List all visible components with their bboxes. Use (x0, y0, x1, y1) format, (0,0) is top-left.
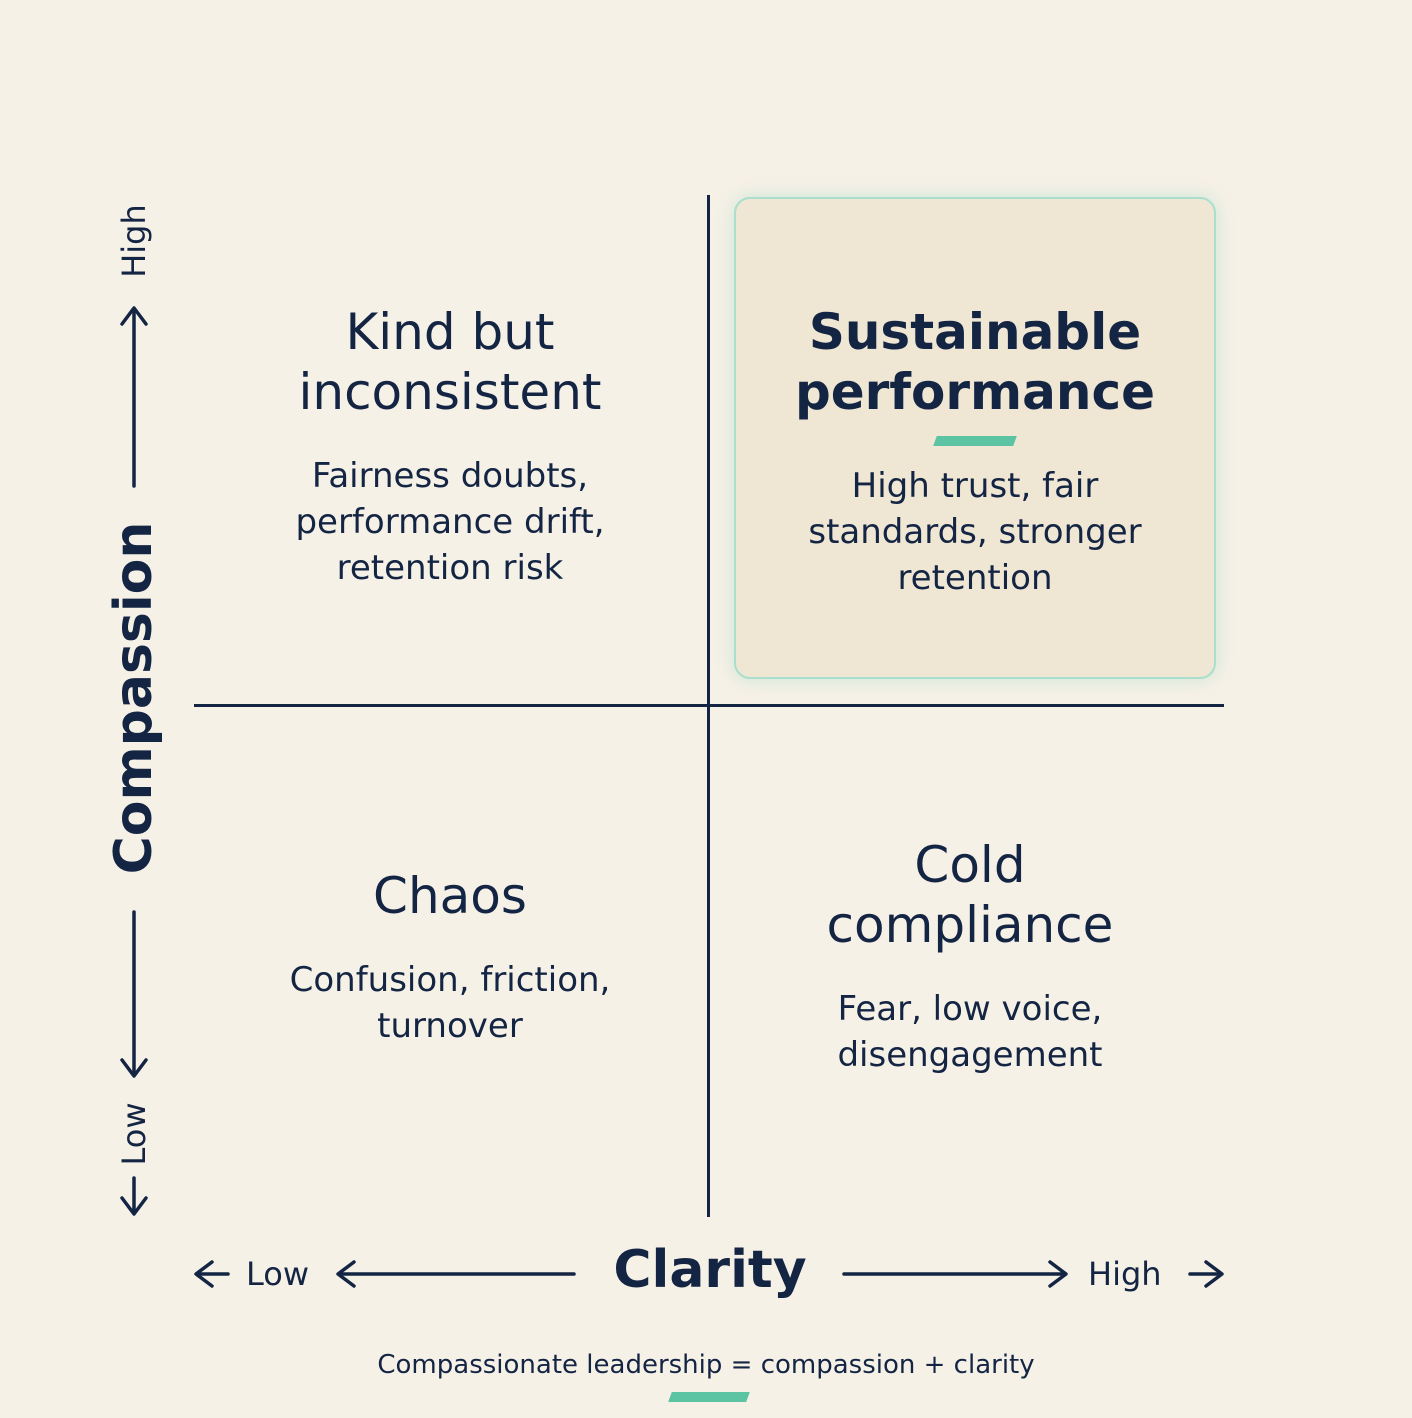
quadrant-accent-bar (933, 436, 1017, 446)
arrow-right-icon (1048, 1260, 1068, 1288)
arrow-left-small-icon (194, 1260, 214, 1288)
y-axis-high-label: High (115, 204, 153, 278)
footer-accent-bar (668, 1392, 750, 1402)
horizontal-divider (194, 704, 1224, 707)
quadrant-title-sustainable-performance: Sustainable performance (794, 303, 1156, 421)
x-axis-title: Clarity (613, 1240, 807, 1300)
x-axis-arrows (194, 1260, 1224, 1288)
y-axis-title: Compassion (104, 521, 164, 875)
quadrant-desc-sustainable-performance: High trust, fair standards, stronger ret… (808, 466, 1142, 598)
x-axis-low-label: Low (246, 1255, 310, 1293)
quadrant-desc-cold-compliance: Fear, low voice, disengagement (837, 989, 1103, 1075)
quadrant-title-cold-compliance: Cold compliance (826, 836, 1114, 954)
footer-caption: Compassionate leadership = compassion + … (377, 1350, 1035, 1380)
quadrant-desc-kind-but-inconsistent: Fairness doubts, performance drift, rete… (295, 456, 605, 588)
arrow-up-icon (120, 306, 148, 326)
y-axis-arrows (120, 306, 148, 1216)
arrow-left-icon (336, 1260, 356, 1288)
arrow-down-icon (120, 1058, 148, 1078)
x-axis-high-label: High (1088, 1255, 1162, 1293)
quadrant-desc-chaos: Confusion, friction, turnover (289, 960, 611, 1046)
arrow-right-small-icon (1204, 1260, 1224, 1288)
arrow-down-small-icon (120, 1196, 148, 1216)
quadrant-title-chaos: Chaos (373, 867, 527, 925)
y-axis-low-label: Low (115, 1102, 153, 1166)
quadrant-title-kind-but-inconsistent: Kind but inconsistent (298, 303, 602, 421)
